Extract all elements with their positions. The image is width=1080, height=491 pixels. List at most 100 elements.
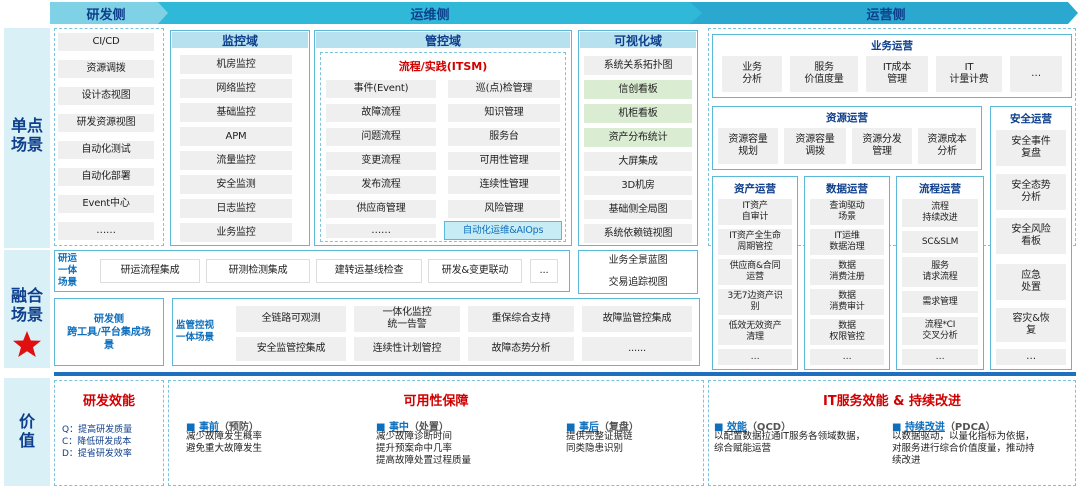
divider-band [54, 372, 1076, 376]
value-dev-points: Q：提高研发质量 C：降低研发成本 D：提省研发效率 [62, 425, 133, 459]
value-post-head: ■ 事后（复盘） [566, 422, 639, 433]
value-run-panel [708, 380, 1076, 486]
monitor-item: 日志监控 [180, 199, 292, 218]
monctl-item: 安全监管控集成 [236, 337, 346, 361]
value-ci-head: ■ 持续改进（PDCA） [892, 422, 996, 433]
control-item: 知识管理 [448, 104, 560, 122]
process-item: SC&SLM [902, 231, 978, 253]
dev-item: Event中心 [58, 195, 154, 213]
value-mid-head: ■ 事中（处置） [376, 422, 449, 433]
visual-item: 资产分布统计 [584, 128, 692, 147]
dev-item: …… [58, 222, 154, 240]
monitor-item: 业务监控 [180, 223, 292, 242]
value-ci-sub: （PDCA） [944, 422, 996, 433]
business-item: … [1010, 56, 1062, 92]
visual-item: 系统依赖链视图 [584, 224, 692, 243]
visual-item: 系统关系拓扑图 [584, 56, 692, 75]
monitor-title: 监控域 [172, 32, 308, 48]
control-item: 故障流程 [326, 104, 436, 122]
devops-item: 研发&变更联动 [428, 259, 522, 283]
row-label-value: 价 值 [18, 412, 35, 450]
value-post-head-text: 事后 [578, 422, 599, 433]
control-item: 可用性管理 [448, 152, 560, 170]
dev-item: CI/CD [58, 33, 154, 51]
visual-item: 机柜看板 [584, 104, 692, 123]
row-label-single: 单点 场景 [10, 116, 43, 154]
devtool-label: 研发侧 跨工具/平台集成场 景 [67, 314, 151, 351]
devtool-panel [54, 298, 164, 366]
value-eff-head: ■ 效能（QCD） [714, 422, 792, 433]
monctl-item: 故障态势分析 [468, 337, 574, 361]
dev-item: 设计态视图 [58, 87, 154, 105]
value-run-title: IT服务效能 & 持续改进 [822, 394, 962, 409]
security-item: 安全风险 看板 [996, 218, 1066, 254]
resource-item: 资源成本 分析 [918, 128, 976, 164]
asset-item: IT资产 自审计 [718, 199, 792, 225]
control-item: 问题流程 [326, 128, 436, 146]
data-item: 数据 消费注册 [810, 259, 884, 285]
value-pre-head-text: 事前 [198, 422, 219, 433]
row-bg-value [4, 378, 50, 486]
value-eff-sub: （QCD） [746, 422, 792, 433]
monitor-item: APM [180, 127, 292, 146]
process-item: 服务 请求流程 [902, 257, 978, 287]
resource-item: 资源容量 规划 [718, 128, 778, 164]
security-item: 容灾&恢 复 [996, 308, 1066, 342]
process-item: 流程 持续改进 [902, 199, 978, 227]
ops-chevron [158, 2, 704, 24]
ops-side-label: 运维侧 [410, 8, 450, 23]
security-item: 安全态势 分析 [996, 174, 1066, 210]
value-pre-text: 减少故障发生概率 避免重大故障发生 [186, 431, 263, 454]
monctl-item: ...... [582, 337, 692, 361]
value-ops-panel [168, 380, 704, 486]
security-item: 安全事件 复盘 [996, 130, 1066, 166]
monctl-item: 一体化监控 统一告警 [354, 306, 460, 332]
business-title: 业务运营 [871, 40, 913, 52]
resource-item: 资源分发 管理 [852, 128, 912, 164]
control-item: 服务台 [448, 128, 560, 146]
run-chevron [690, 2, 1078, 24]
process-item: 流程*CI 交叉分析 [902, 317, 978, 345]
monitor-item: 流量监控 [180, 151, 292, 170]
asset-item: 3无7边资产识 别 [718, 289, 792, 315]
visual-extra-item: 交易追踪视图 [584, 275, 692, 291]
process-title: 流程运营 [919, 183, 961, 195]
security-item: 应急 处置 [996, 264, 1066, 300]
row-bg-single [4, 28, 50, 248]
visual-item: 3D机房 [584, 176, 692, 195]
data-item: 查询驱动 场景 [810, 199, 884, 225]
business-item: 服务 价值度量 [790, 56, 858, 92]
visual-title: 可视化域 [580, 32, 696, 48]
value-pre-head: ■ 事前（预防） [186, 422, 259, 433]
control-item: 巡(点)检管理 [448, 80, 560, 98]
monctl-item: 全链路可观测 [236, 306, 346, 332]
process-item: 需求管理 [902, 291, 978, 313]
visual-extra-item: 业务全景蓝图 [584, 253, 692, 269]
value-post-sub: （复盘） [598, 422, 639, 433]
itsm-title: 流程/实践(ITSM) [398, 60, 488, 73]
security-title: 安全运营 [1010, 113, 1052, 125]
star-icon [13, 331, 41, 357]
monitor-item: 基础监控 [180, 103, 292, 122]
control-item: 发布流程 [326, 176, 436, 194]
monctl-item: 连续性计划管控 [354, 337, 460, 361]
security-item: … [996, 349, 1066, 365]
monitor-item: 网络监控 [180, 79, 292, 98]
monctl-label: 监管控视 一体场景 [176, 320, 215, 343]
data-item: 数据 权限管控 [810, 319, 884, 345]
resource-item: 资源容量 调拨 [784, 128, 846, 164]
asset-item: 低效无效资产 清理 [718, 319, 792, 345]
devops-label: 研运 一体 场景 [58, 253, 78, 288]
value-post-text: 提供完整证据链 同类隐患识别 [566, 431, 633, 454]
dev-item: 资源调拨 [58, 60, 154, 78]
asset-item: … [718, 349, 792, 365]
monitor-item: 安全监测 [180, 175, 292, 194]
process-item: … [902, 349, 978, 365]
visual-item: 大屏集成 [584, 152, 692, 171]
value-ci-text: 以数据驱动，以量化指标为依据， 对服务进行综合价值度量，推动持 续改进 [892, 431, 1035, 466]
monctl-item: 故障监管控集成 [582, 306, 692, 332]
value-ci-head-text: 持续改进 [904, 422, 945, 433]
asset-item: 供应商&合同 运营 [718, 259, 792, 285]
devops-item: 研运流程集成 [100, 259, 200, 283]
